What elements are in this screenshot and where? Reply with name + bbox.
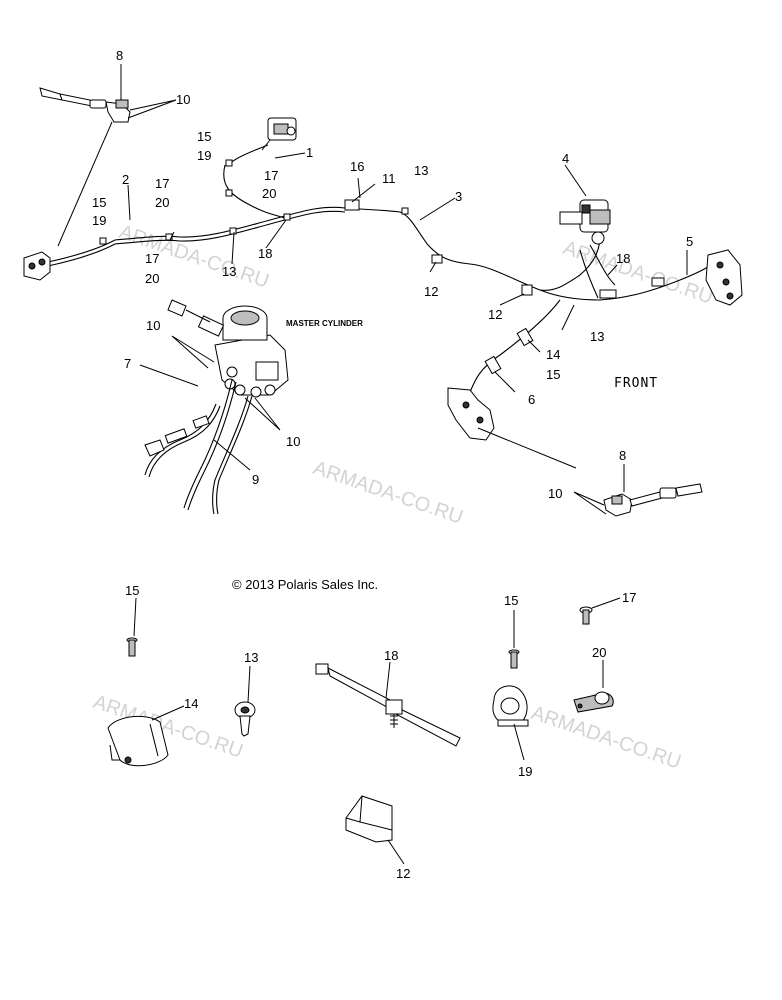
callout-10-top: 10 — [176, 92, 190, 107]
callout-14-bottom: 14 — [184, 696, 198, 711]
watermark-center: ARMADA-CO.RU — [310, 457, 465, 529]
master-cylinder-assembly — [167, 299, 289, 398]
callout-17-top: 17 — [264, 168, 278, 183]
callout-19-bottom: 19 — [518, 764, 532, 779]
callout-15-mid: 15 — [546, 367, 560, 382]
clamp-14 — [107, 715, 169, 767]
bolt-17 — [579, 606, 593, 625]
rear-master-cylinder — [261, 117, 297, 151]
callout-15-left: 15 — [92, 195, 106, 210]
callout-13-bottom: 13 — [244, 650, 258, 665]
callout-10-bottom: 10 — [548, 486, 562, 501]
watermark-bottom-right: ARMADA-CO.RU — [528, 702, 683, 774]
cable-tie-18 — [315, 663, 461, 747]
screw-15-left — [126, 637, 138, 657]
callout-5: 5 — [686, 234, 693, 249]
callout-20-mid: 20 — [155, 195, 169, 210]
right-front-caliper — [705, 249, 743, 306]
callout-10-low: 10 — [286, 434, 300, 449]
callout-20-bottom: 20 — [592, 645, 606, 660]
screw-15-right — [508, 649, 520, 669]
callout-3: 3 — [455, 189, 462, 204]
callout-13-right: 13 — [590, 329, 604, 344]
callout-17-low: 17 — [145, 251, 159, 266]
callout-1: 1 — [306, 145, 313, 160]
callout-15-bottom-right: 15 — [504, 593, 518, 608]
callout-19-top: 19 — [197, 148, 211, 163]
banjo-fitting-top-left — [39, 87, 131, 123]
callout-13-top: 13 — [414, 163, 428, 178]
callout-17-bottom: 17 — [622, 590, 636, 605]
callout-18-right: 18 — [616, 251, 630, 266]
callout-9: 9 — [252, 472, 259, 487]
copyright-notice: © 2013 Polaris Sales Inc. — [232, 577, 378, 592]
left-rear-caliper — [23, 251, 51, 281]
callouts: 8 10 15 19 1 17 20 2 17 20 15 19 17 20 1… — [92, 48, 693, 881]
callout-18-left: 18 — [258, 246, 272, 261]
banjo-fitting-bottom-right — [603, 483, 703, 517]
callout-12-mid: 12 — [424, 284, 438, 299]
callout-17-mid: 17 — [155, 176, 169, 191]
front-brake-reservoir — [559, 199, 611, 245]
callout-18-bottom: 18 — [384, 648, 398, 663]
callout-15-top: 15 — [197, 129, 211, 144]
push-clip-13 — [234, 701, 256, 737]
callout-19-left: 19 — [92, 213, 106, 228]
callout-7: 7 — [124, 356, 131, 371]
callout-12-right: 12 — [488, 307, 502, 322]
callout-20-top: 20 — [262, 186, 276, 201]
front-direction-label: FRONT — [614, 376, 658, 391]
p-clamp-19 — [492, 685, 529, 727]
p-clamp-20 — [573, 691, 614, 713]
callout-13-left: 13 — [222, 264, 236, 279]
left-front-caliper — [447, 387, 495, 441]
callout-11: 11 — [382, 171, 396, 186]
callout-8-bottom: 8 — [619, 448, 626, 463]
callout-12-bottom: 12 — [396, 866, 410, 881]
master-cylinder-hoses — [144, 379, 253, 515]
callout-4: 4 — [562, 151, 569, 166]
watermark-top-left: ARMADA-CO.RU — [116, 221, 271, 293]
line-clips — [99, 159, 665, 375]
callout-10-left: 10 — [146, 318, 160, 333]
callout-20-low: 20 — [145, 271, 159, 286]
master-cylinder-label: MASTER CYLINDER — [286, 319, 363, 328]
callout-16: 16 — [350, 159, 364, 174]
leader-lines — [57, 64, 688, 865]
callout-8-top: 8 — [116, 48, 123, 63]
bracket-12 — [345, 795, 393, 843]
callout-6: 6 — [528, 392, 535, 407]
callout-14-top: 14 — [546, 347, 560, 362]
callout-2: 2 — [122, 172, 129, 187]
callout-15-bottom-left: 15 — [125, 583, 139, 598]
